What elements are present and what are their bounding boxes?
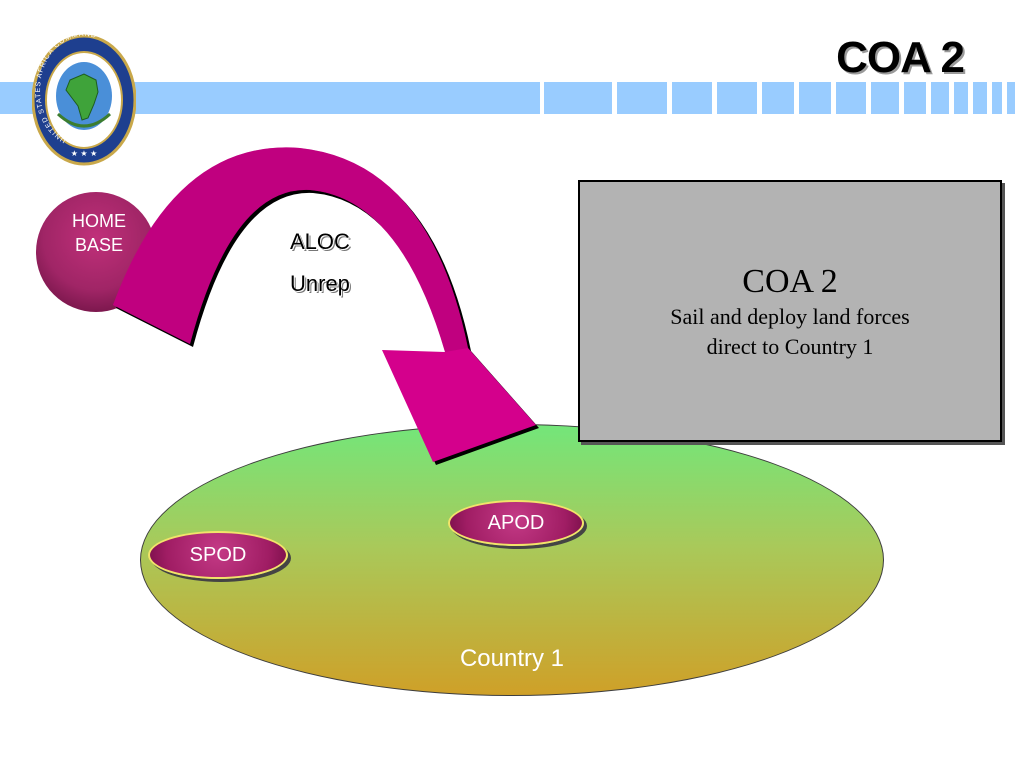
- header-band-block: [617, 82, 667, 114]
- country-label: Country 1: [459, 645, 565, 672]
- home-base-line: BASE: [74, 235, 124, 255]
- apod-label: APOD: [487, 512, 545, 534]
- home-base-line: HOME: [72, 211, 126, 231]
- arrow-label-unrep: Unrep: [290, 271, 350, 296]
- slide-title: COA 2: [836, 33, 965, 82]
- header-band-block: [904, 82, 926, 114]
- info-box-line: direct to Country 1: [706, 334, 874, 359]
- header-band-block: [992, 82, 1002, 114]
- spod-port: SPOD: [148, 531, 288, 579]
- header-band-block: [717, 82, 757, 114]
- info-box-title: COA 2: [742, 263, 838, 300]
- coa-info-box: COA 2 Sail and deploy land forces direct…: [578, 180, 1002, 442]
- home-base-label: HOME BASE: [36, 209, 162, 257]
- header-band-block: [973, 82, 987, 114]
- header-band-block: [836, 82, 866, 114]
- apod-port: APOD: [448, 500, 584, 546]
- header-band-block: [672, 82, 712, 114]
- arrow-label-aloc: ALOC: [290, 229, 350, 254]
- header-band-block: [871, 82, 899, 114]
- header-band-block: [954, 82, 968, 114]
- info-box-line: Sail and deploy land forces: [670, 304, 910, 329]
- header-band-block: [931, 82, 949, 114]
- header-band-block: [799, 82, 831, 114]
- africa-command-seal-icon: UNITED STATES AFRICA COMMAND ★ ★ ★: [32, 34, 136, 166]
- header-band-block: [1007, 82, 1015, 114]
- svg-text:★ ★ ★: ★ ★ ★: [71, 149, 98, 158]
- header-band-block: [544, 82, 612, 114]
- header-band-block: [762, 82, 794, 114]
- spod-label: SPOD: [189, 544, 247, 566]
